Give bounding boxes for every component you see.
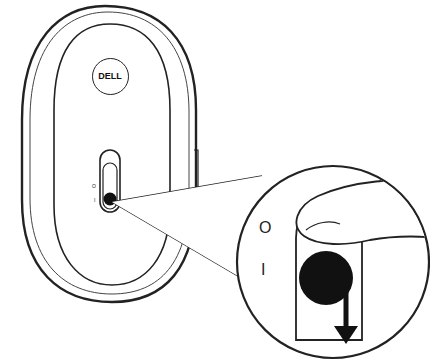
bottom-panel [54,24,170,285]
switch-mark: O [92,184,96,189]
switch-mark: O [259,220,271,236]
switch-mark: I [261,262,265,278]
logo-text: DELL [98,72,122,81]
switch-mark: I [94,198,95,203]
slide-arrow [344,292,349,328]
fingernail [306,222,340,230]
arrow-head [334,326,358,344]
finger [296,180,430,244]
mouse-shell [22,6,196,302]
side-edge [194,150,198,190]
logo-circle: DELL [92,58,129,95]
shell-edge [30,12,189,294]
